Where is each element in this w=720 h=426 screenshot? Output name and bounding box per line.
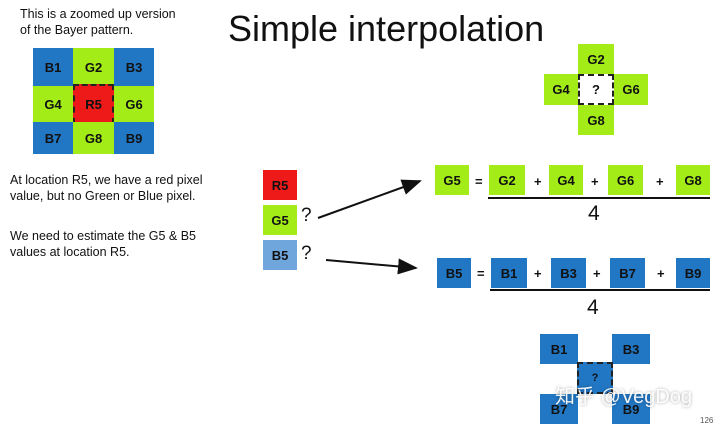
intro-line-2: of the Bayer pattern. (20, 23, 134, 37)
x-b9: B9 (612, 394, 650, 424)
para1-line-2: value, but no Green or Blue pixel. (10, 189, 196, 203)
blue-eq-plus-3: + (657, 266, 665, 281)
green-eq-divisor: 4 (588, 202, 600, 225)
green-eq-term-g2: G2 (489, 165, 525, 195)
bayer-cell-b9: B9 (114, 122, 154, 154)
blue-eq-term-b3: B3 (551, 258, 586, 288)
x-center: ? (577, 362, 613, 394)
blue-eq-term-b1: B1 (491, 258, 527, 288)
cross-center: ? (578, 74, 614, 105)
blue-eq-result: B5 (437, 258, 471, 288)
blue-eq-plus-2: + (593, 266, 601, 281)
green-eq-fraction-bar (488, 197, 710, 199)
intro-line-1: This is a zoomed up version (20, 7, 176, 21)
cross-g6: G6 (614, 74, 648, 105)
green-eq-term-g6: G6 (608, 165, 643, 195)
green-eq-term-g4: G4 (549, 165, 583, 195)
x-b7: B7 (540, 394, 578, 424)
blue-eq-fraction-bar (490, 289, 710, 291)
green-eq-plus-2: + (591, 174, 599, 189)
cross-g2: G2 (578, 44, 614, 74)
blue-eq-divisor: 4 (587, 296, 599, 319)
page-number: 126 (700, 416, 714, 425)
bayer-cell-g2: G2 (73, 48, 114, 86)
x-b3: B3 (612, 334, 650, 364)
green-eq-term-g8: G8 (676, 165, 710, 195)
bayer-cell-g6: G6 (114, 86, 154, 122)
arrow-to-blue-equation (325, 258, 418, 275)
x-b1: B1 (540, 334, 578, 364)
para1-line-1: At location R5, we have a red pixel (10, 173, 203, 187)
bayer-cell-g8: G8 (73, 122, 114, 154)
blue-eq-term-b7: B7 (610, 258, 645, 288)
pixel-b5: B5 (263, 240, 297, 270)
green-eq-plus-3: + (656, 174, 664, 189)
bayer-cell-b1: B1 (33, 48, 73, 86)
para2-line-2: values at location R5. (10, 245, 130, 259)
green-eq-equals: = (475, 174, 483, 189)
b5-question-mark: ? (301, 243, 312, 264)
blue-eq-plus-1: + (534, 266, 542, 281)
g5-question-mark: ? (301, 205, 312, 226)
pixel-g5: G5 (263, 205, 297, 235)
green-eq-plus-1: + (534, 174, 542, 189)
blue-eq-equals: = (477, 266, 485, 281)
green-eq-result: G5 (435, 165, 469, 195)
para2-line-1: We need to estimate the G5 & B5 (10, 229, 196, 243)
cross-g4: G4 (544, 74, 578, 105)
blue-eq-term-b9: B9 (676, 258, 710, 288)
pixel-r5: R5 (263, 170, 297, 200)
slide-title: Simple interpolation (228, 8, 545, 49)
arrow-to-green-equation (317, 179, 422, 219)
cross-g8: G8 (578, 105, 614, 135)
bayer-cell-g4: G4 (33, 86, 73, 122)
bayer-cell-b3: B3 (114, 48, 154, 86)
bayer-cell-b7: B7 (33, 122, 73, 154)
watermark: 知乎 @VegDog (555, 386, 693, 408)
